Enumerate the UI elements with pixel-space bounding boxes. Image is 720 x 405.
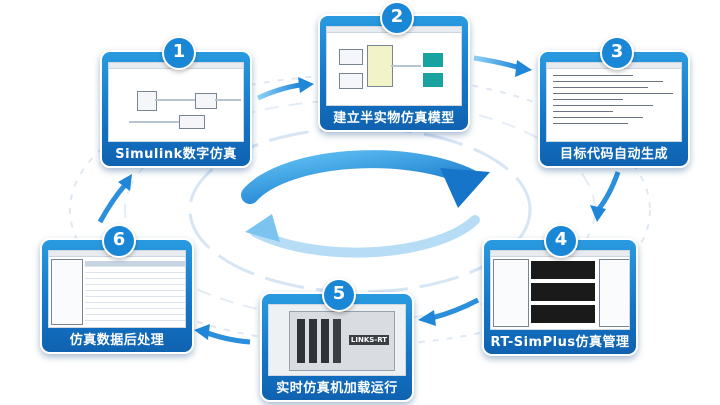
property-panel xyxy=(599,259,629,327)
model-screenshot xyxy=(326,26,462,106)
step-card-5: LINKS-RT 实时仿真机加载运行 xyxy=(260,292,414,402)
block xyxy=(367,45,393,87)
flow-arrow-6-1 xyxy=(97,174,132,224)
scope-plot xyxy=(531,305,595,323)
simulink-screenshot xyxy=(108,62,244,142)
flow-arrow-3-4 xyxy=(590,171,621,222)
outer-dashed-ring xyxy=(69,74,651,346)
slot xyxy=(321,319,329,363)
block xyxy=(339,73,363,89)
code-screenshot xyxy=(546,62,682,142)
step-number-badge-6: 6 xyxy=(102,224,136,258)
block xyxy=(179,115,205,129)
scope-plot xyxy=(531,283,595,301)
flow-arrow-1-2 xyxy=(256,77,314,101)
step-label: RT-SimPlus仿真管理 xyxy=(490,335,630,350)
step-number-badge-2: 2 xyxy=(380,1,414,35)
slot xyxy=(297,319,305,363)
slot xyxy=(333,319,341,363)
step-number-badge-5: 5 xyxy=(322,278,356,312)
block xyxy=(195,93,217,109)
block xyxy=(137,91,157,111)
flow-arrow-4-5 xyxy=(418,297,480,326)
step-label: Simulink数字仿真 xyxy=(115,147,237,162)
data-table-screenshot xyxy=(48,250,186,328)
rt-simplus-screenshot xyxy=(490,250,630,330)
step-label: 仿真数据后处理 xyxy=(69,333,165,348)
grid-header xyxy=(85,261,185,266)
tree-panel xyxy=(493,259,529,327)
step-card-3: 目标代码自动生成 xyxy=(538,50,690,168)
flow-arrow-2-3 xyxy=(473,55,532,77)
center-swirl-top xyxy=(241,150,479,204)
center-swirl-bottom xyxy=(250,215,480,258)
center-arrowhead xyxy=(440,168,490,208)
step-card-1: Simulink数字仿真 xyxy=(100,50,252,168)
data-grid xyxy=(85,261,185,321)
device-brand-plate: LINKS-RT xyxy=(349,335,389,345)
scope-plot xyxy=(531,261,595,279)
real-time-machine-photo: LINKS-RT xyxy=(268,304,406,376)
flow-arrow-5-6 xyxy=(194,324,251,345)
step-number-badge-3: 3 xyxy=(600,36,634,70)
step-label: 实时仿真机加载运行 xyxy=(276,381,398,396)
step-label: 建立半实物仿真模型 xyxy=(333,111,455,126)
center-arrowhead-2 xyxy=(245,214,280,242)
teal-block xyxy=(423,53,443,67)
slot xyxy=(309,319,317,363)
step-number-badge-4: 4 xyxy=(544,224,578,258)
step-label: 目标代码自动生成 xyxy=(559,147,668,162)
step-number-badge-1: 1 xyxy=(162,36,196,70)
teal-block xyxy=(423,73,443,87)
block xyxy=(339,49,363,65)
tree-panel xyxy=(51,259,83,325)
